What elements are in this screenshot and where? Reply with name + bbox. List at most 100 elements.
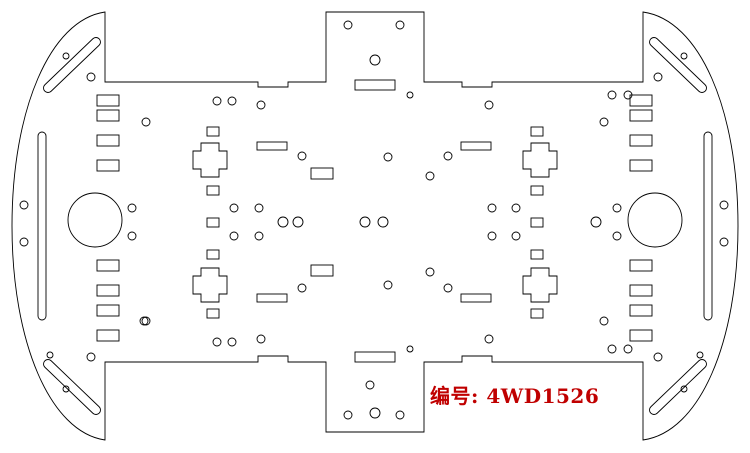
mount-hole: [343, 410, 353, 420]
center-slot: [256, 293, 288, 303]
mount-hole: [653, 72, 663, 82]
edge-slot: [43, 37, 101, 93]
mount-hole: [484, 100, 494, 110]
mount-hole: [297, 151, 307, 161]
side-rect-slot: [629, 109, 653, 122]
mount-hole: [212, 96, 222, 106]
part-number-value: 4WD1526: [486, 384, 600, 408]
bottom-slot: [354, 351, 396, 363]
mount-hole: [487, 231, 497, 241]
motor-mount-cross: [522, 267, 558, 303]
mount-hole: [141, 117, 151, 127]
small-rect-slot: [530, 126, 544, 137]
side-rect-slot: [629, 159, 653, 172]
motor-mount-cross: [192, 142, 228, 178]
center-slot: [310, 167, 334, 180]
mount-hole: [719, 200, 729, 210]
side-rect-slot: [629, 94, 653, 107]
mount-hole: [229, 203, 239, 213]
side-rect-slot: [629, 134, 653, 147]
edge-slot: [43, 359, 101, 415]
mount-hole: [484, 334, 494, 344]
center-slot: [256, 141, 288, 151]
mount-hole: [377, 216, 389, 228]
mount-hole: [443, 151, 453, 161]
mount-hole: [127, 203, 137, 213]
plate-outer-contour: [11, 11, 739, 441]
side-rect-slot: [96, 259, 120, 272]
mount-hole: [86, 72, 96, 82]
mount-hole: [590, 216, 602, 228]
part-number-label: 编号: 4WD1526: [430, 380, 599, 409]
mount-hole: [599, 316, 609, 326]
mount-hole: [297, 283, 307, 293]
mount-hole: [612, 231, 622, 241]
mount-hole: [369, 407, 381, 419]
side-rect-slot: [629, 259, 653, 272]
mount-hole: [599, 117, 609, 127]
mount-hole: [383, 152, 393, 162]
center-slot: [310, 264, 334, 277]
side-rect-slot: [629, 329, 653, 342]
mount-hole: [62, 385, 70, 393]
mount-hole: [343, 20, 353, 30]
mount-hole: [256, 100, 266, 110]
wheel-hole-left: [67, 192, 123, 248]
mount-hole: [395, 410, 405, 420]
mount-hole: [487, 203, 497, 213]
small-rect-slot: [206, 126, 220, 137]
small-rect-slot: [530, 308, 544, 319]
mount-hole: [511, 231, 521, 241]
mount-hole: [719, 237, 729, 247]
part-number-prefix: 编号:: [430, 384, 479, 408]
mount-hole: [46, 351, 54, 359]
side-slot: [703, 131, 713, 321]
mount-hole: [292, 216, 304, 228]
side-rect-slot: [96, 304, 120, 317]
small-rect-slot: [206, 308, 220, 319]
mount-hole: [229, 231, 239, 241]
mount-hole: [443, 283, 453, 293]
edge-slot: [649, 359, 707, 415]
motor-mount-cross: [192, 267, 228, 303]
mount-hole: [383, 280, 393, 290]
side-rect-slot: [96, 159, 120, 172]
mount-hole: [256, 334, 266, 344]
mount-hole: [365, 380, 375, 390]
mount-hole: [141, 316, 151, 326]
side-rect-slot: [96, 109, 120, 122]
mount-hole: [212, 337, 222, 347]
mount-hole: [607, 344, 617, 354]
cutout-features: [19, 20, 729, 420]
center-slot: [460, 141, 492, 151]
side-rect-slot: [96, 329, 120, 342]
mount-hole: [277, 216, 289, 228]
edge-slot: [649, 37, 707, 93]
mount-hole: [653, 352, 663, 362]
mount-hole: [254, 203, 264, 213]
mount-hole: [680, 52, 688, 60]
top-slot: [354, 79, 396, 91]
mount-hole: [623, 90, 633, 100]
mount-hole: [359, 216, 371, 228]
small-rect-slot: [530, 185, 544, 196]
small-rect-slot: [530, 217, 544, 228]
mount-hole: [612, 203, 622, 213]
mount-hole: [680, 385, 688, 393]
side-rect-slot: [629, 304, 653, 317]
mount-hole: [19, 237, 29, 247]
small-rect-slot: [206, 185, 220, 196]
mount-hole: [425, 171, 435, 181]
mount-hole: [696, 351, 704, 359]
mount-hole: [406, 91, 414, 99]
small-rect-slot: [530, 249, 544, 260]
mount-hole: [406, 345, 414, 353]
side-slot: [37, 131, 47, 321]
mount-hole: [86, 352, 96, 362]
small-rect-slot: [206, 249, 220, 260]
mount-hole: [19, 200, 29, 210]
mount-hole: [511, 203, 521, 213]
small-rect-slot: [206, 217, 220, 228]
